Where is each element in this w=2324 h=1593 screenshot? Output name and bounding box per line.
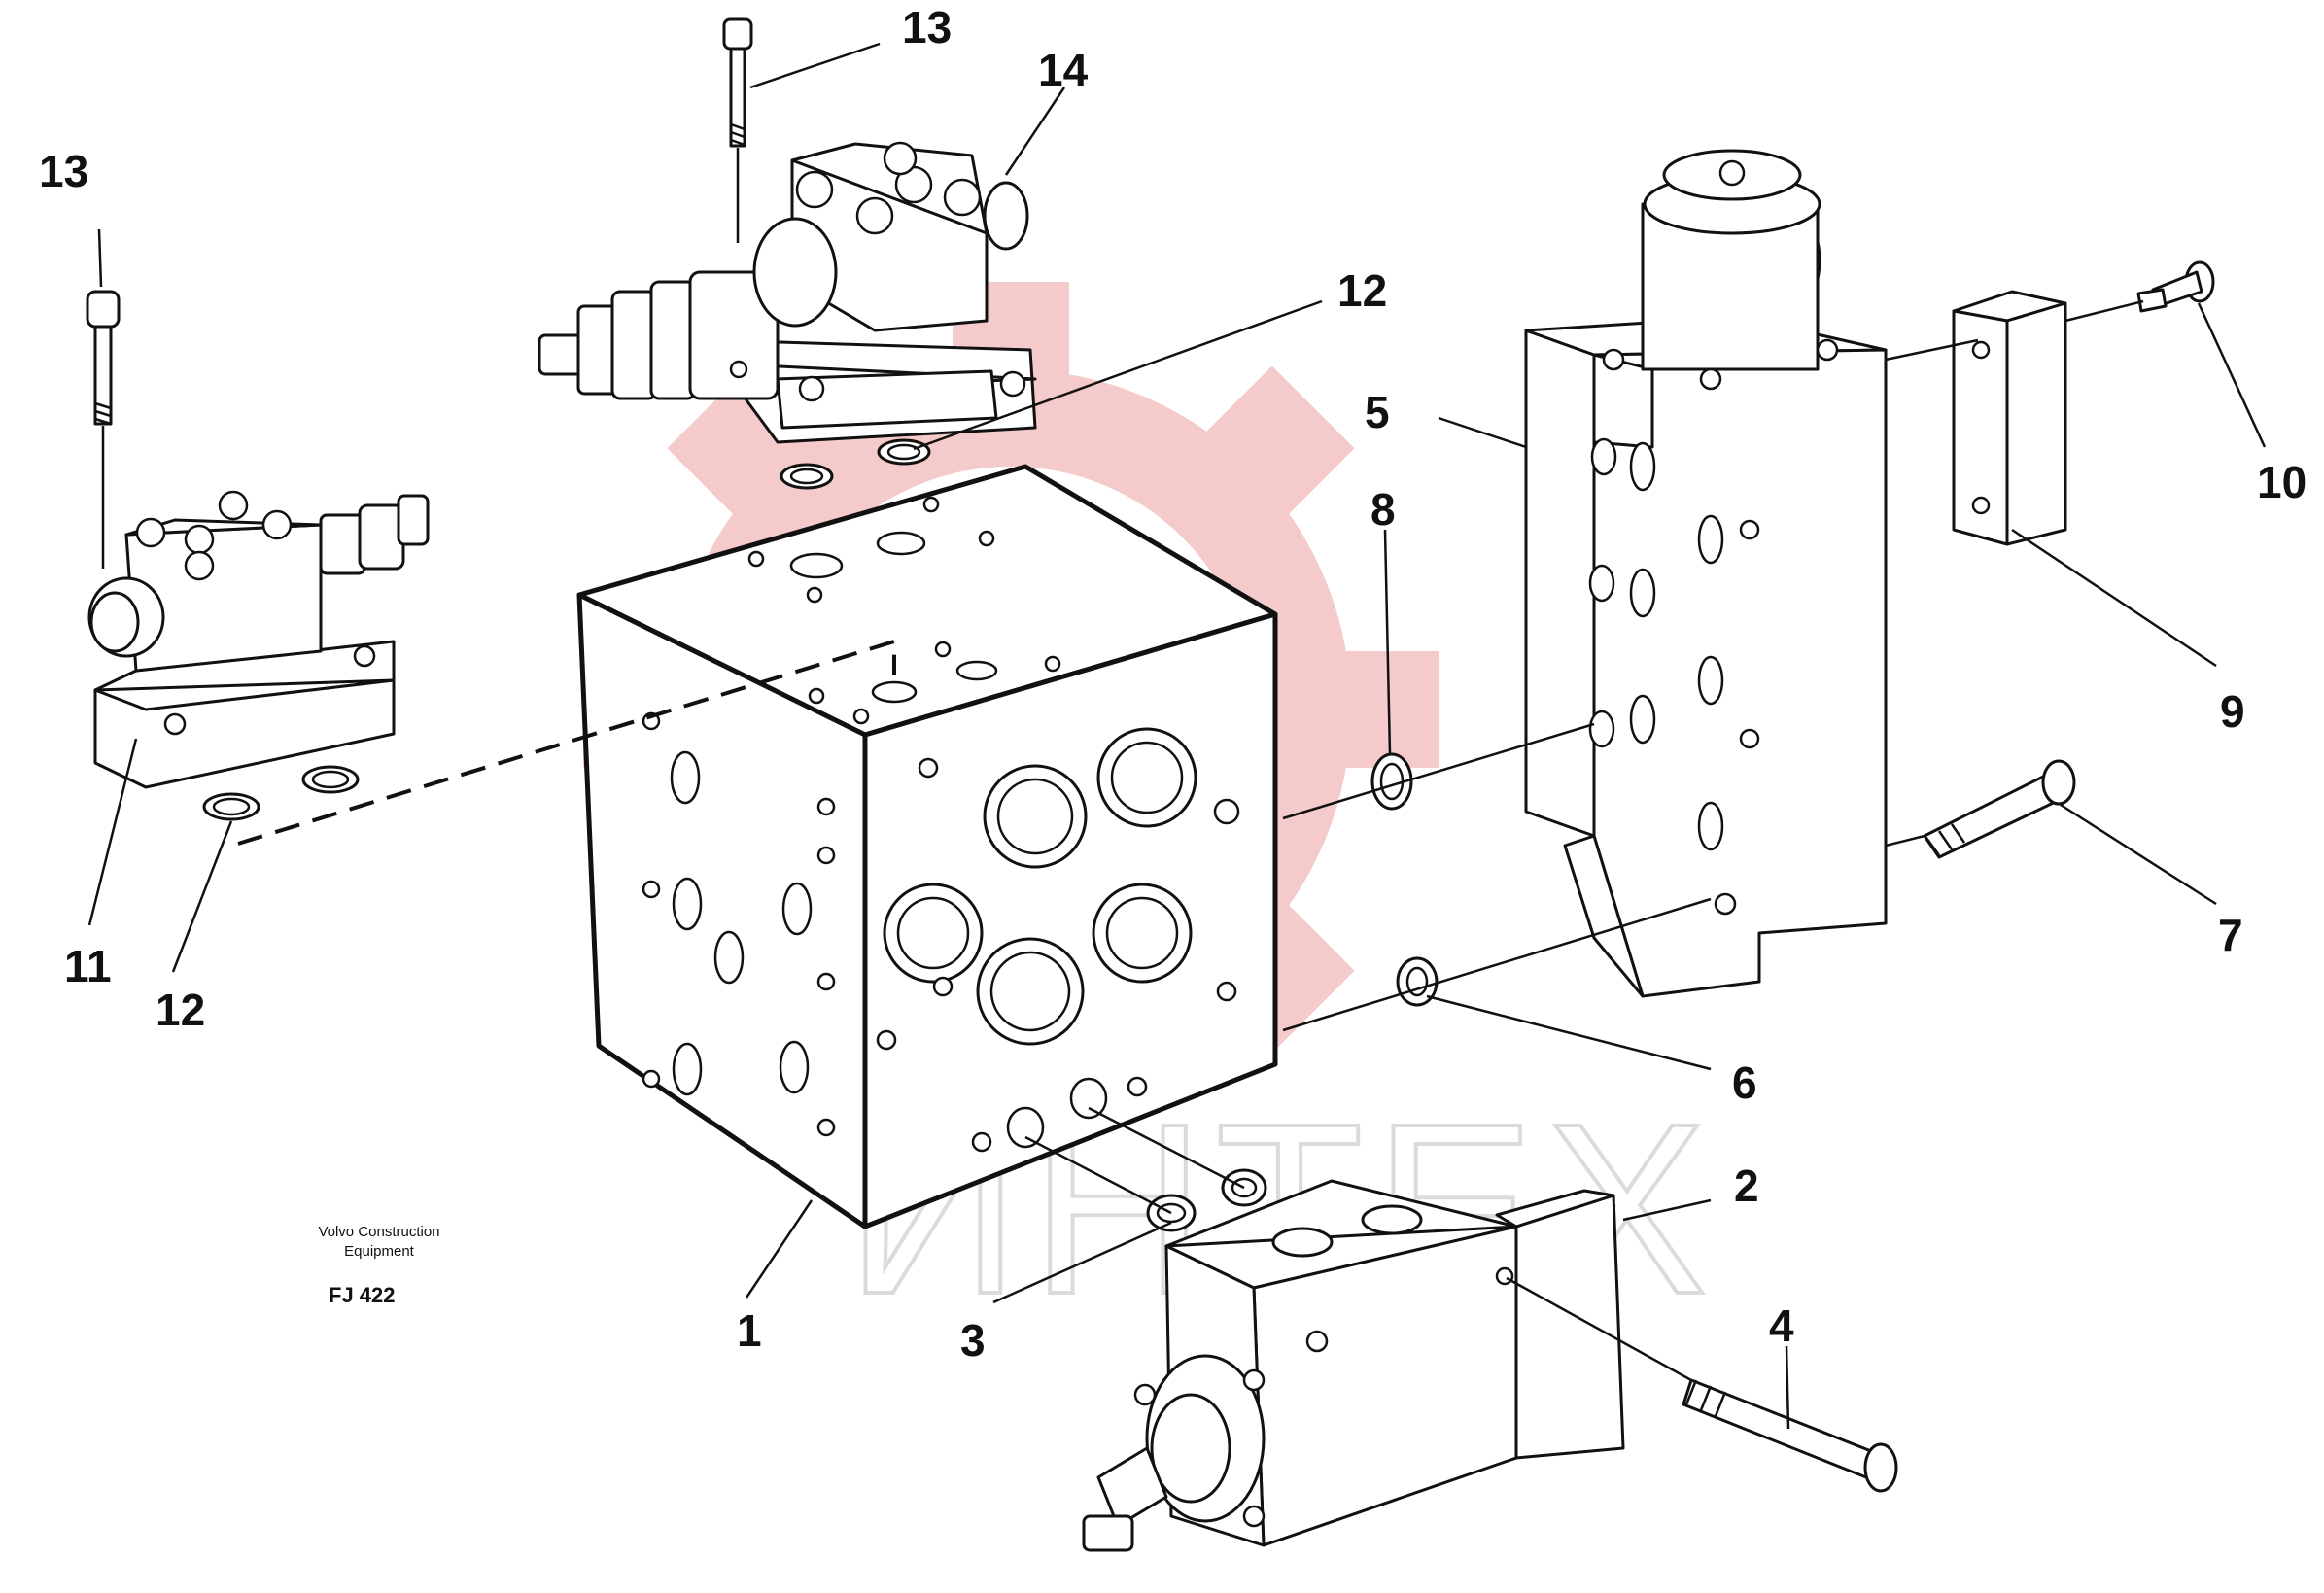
screw-7 bbox=[1923, 759, 2076, 859]
assembly-dashed-line bbox=[237, 639, 896, 846]
callout-8: 8 bbox=[1370, 484, 1396, 535]
manifold-block bbox=[576, 464, 1278, 1229]
callout-5: 5 bbox=[1365, 387, 1390, 437]
callout-1: 1 bbox=[737, 1305, 762, 1356]
screw-13-left bbox=[86, 290, 121, 569]
screw-4 bbox=[1682, 1378, 1898, 1493]
callout-10: 10 bbox=[2257, 457, 2307, 507]
callout-2: 2 bbox=[1734, 1160, 1759, 1211]
callout-12-left: 12 bbox=[156, 985, 205, 1035]
leader-lines bbox=[87, 42, 2267, 1430]
callout-3: 3 bbox=[960, 1315, 986, 1366]
valve-body-2 bbox=[1082, 1179, 1625, 1552]
drawing-caption: Volvo Construction Equipment FJ 422 bbox=[318, 1224, 439, 1307]
solenoid-valve-5 bbox=[1524, 149, 1888, 998]
callout-6: 6 bbox=[1732, 1057, 1757, 1108]
caption-maker-line1: Volvo Construction bbox=[318, 1224, 439, 1240]
caption-maker-line2: Equipment bbox=[344, 1243, 415, 1260]
pilot-valve-top-seals bbox=[780, 438, 931, 490]
pilot-valve-left-seals bbox=[202, 765, 360, 821]
pilot-valve-left bbox=[87, 490, 430, 789]
callout-13-left: 13 bbox=[39, 146, 88, 196]
screw-13-top bbox=[722, 17, 753, 243]
pilot-valve-top bbox=[538, 141, 1037, 444]
callout-labels: 13 13 14 12 12 11 8 5 10 9 7 6 2 4 3 1 bbox=[39, 2, 2307, 1366]
callout-12-top: 12 bbox=[1337, 265, 1387, 316]
callout-4: 4 bbox=[1769, 1300, 1794, 1351]
screw-10 bbox=[2136, 260, 2215, 313]
alignment-lines bbox=[1024, 299, 2144, 1382]
drawing-code: FJ 422 bbox=[329, 1283, 396, 1307]
callout-13-top: 13 bbox=[902, 2, 952, 52]
callout-9: 9 bbox=[2220, 686, 2245, 737]
callout-7: 7 bbox=[2218, 910, 2243, 960]
callout-14: 14 bbox=[1038, 45, 1089, 95]
callout-11: 11 bbox=[64, 941, 112, 991]
bracket-9 bbox=[1952, 290, 2067, 546]
